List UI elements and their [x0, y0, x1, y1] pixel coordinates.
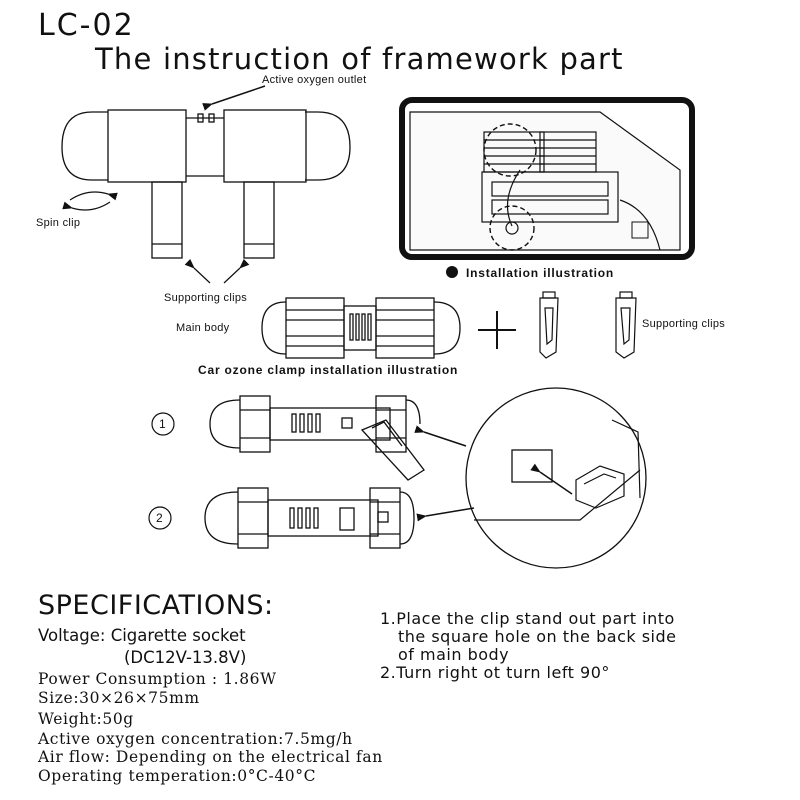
- step-1-circle: [151, 412, 175, 436]
- step-2-circle: [148, 506, 172, 530]
- support-arrow-right: [223, 258, 250, 284]
- label-installation-illustration: Installation illustration: [466, 266, 615, 280]
- support-arrow-left: [184, 258, 211, 284]
- page-title: The instruction of framework part: [95, 42, 624, 76]
- spec-concentration: Active oxygen concentration:7.5mg/h: [38, 730, 353, 748]
- spec-air-flow: Air flow: Depending on the electrical fa…: [38, 748, 383, 766]
- label-main-body: Main body: [176, 322, 230, 334]
- installation-bullet: [446, 266, 458, 278]
- spec-size: Size:30×26×75mm: [38, 689, 200, 707]
- spin-clip-icon: [62, 191, 118, 211]
- step-2-marker: 2: [156, 511, 163, 525]
- instruction-step-2: 2.Turn right ot turn left 90°: [380, 663, 610, 682]
- label-spin-clip: Spin clip: [36, 217, 81, 229]
- instruction-step-1-line1: 1.Place the clip stand out part into: [380, 609, 675, 628]
- outlet-arrow: [202, 85, 266, 111]
- label-supporting-clips-top: Supporting clips: [164, 292, 248, 304]
- plus-icon: [478, 311, 516, 349]
- instruction-step-1-line3: of main body: [398, 645, 510, 664]
- label-supporting-clips-right: Supporting clips: [642, 318, 726, 330]
- zoom-arrow: [530, 463, 573, 495]
- installation-photo: [399, 97, 695, 260]
- spec-power: Power Consumption : 1.86W: [38, 670, 277, 688]
- zoom-detail: [465, 387, 647, 569]
- step-1-marker: 1: [159, 417, 166, 431]
- label-active-oxygen-outlet: Active oxygen outlet: [262, 74, 367, 86]
- clip-drawing-2: [615, 291, 637, 359]
- spec-voltage-line1: Voltage: Cigarette socket: [38, 626, 246, 645]
- step-2-drawing: [204, 487, 415, 549]
- specifications-heading: SPECIFICATIONS:: [38, 590, 274, 621]
- step-1-drawing: [209, 395, 425, 481]
- spec-temperature: Operating temperation:0°C-40°C: [38, 767, 317, 785]
- model-number: LC-02: [38, 8, 135, 43]
- step-1-arrow: [414, 425, 467, 447]
- instruction-step-1-line2: the square hole on the back side: [398, 627, 677, 646]
- step-2-arrow: [416, 507, 475, 522]
- main-body-drawing: [261, 297, 461, 359]
- label-clamp-caption: Car ozone clamp installation illustratio…: [198, 363, 459, 377]
- framework-drawing: [61, 109, 351, 259]
- clip-drawing-1: [539, 291, 559, 359]
- spec-voltage-line2: (DC12V-13.8V): [124, 648, 247, 667]
- spec-weight: Weight:50g: [38, 710, 134, 728]
